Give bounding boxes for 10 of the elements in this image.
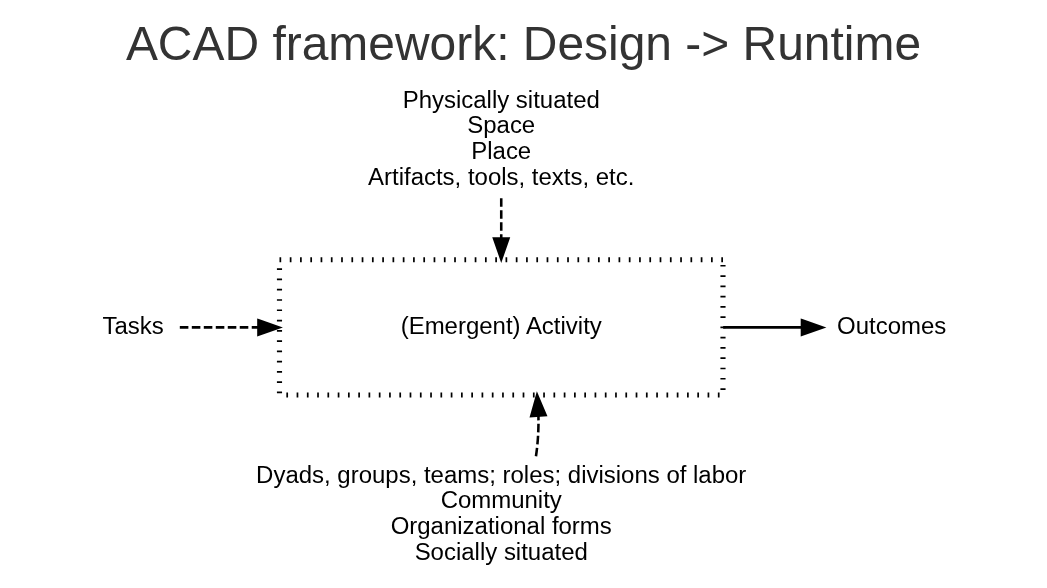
arrow <box>529 391 548 457</box>
node-text: Outcomes <box>837 311 947 339</box>
arrow <box>179 318 283 337</box>
diagram-title: ACAD framework: Design -> Runtime <box>125 17 922 71</box>
node-text: Physically situated Space Place Artifacts, tools, texts, etc. <box>368 85 635 190</box>
arrow <box>723 318 827 337</box>
node-text: Tasks <box>102 311 164 339</box>
node-text: Dyads, groups, teams; roles; divisions of labor Community Organizational forms Socially situated <box>256 460 747 565</box>
node-box: (Emergent) Activity <box>276 257 726 398</box>
arrow <box>492 198 511 263</box>
